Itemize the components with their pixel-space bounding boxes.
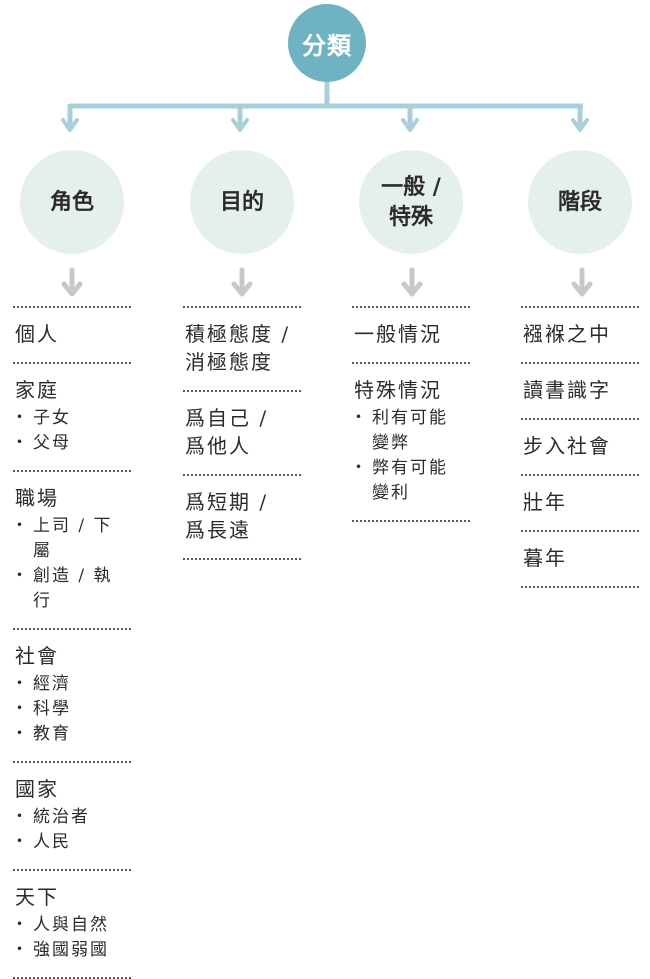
category-general-special: 一般 / 特殊 [359, 150, 463, 254]
sub-item: 人與自然 [11, 913, 131, 938]
item-title: 讀書識字 [523, 378, 611, 402]
dotted-divider [13, 470, 131, 472]
item-title: 襁褓之中 [523, 322, 611, 346]
list-item: 積極態度 / 消極態度 [183, 308, 301, 390]
list-item: 步入社會 [521, 420, 639, 474]
list-item: 讀書識字 [521, 364, 639, 418]
dotted-divider [352, 362, 470, 364]
arrow-down-icon [61, 118, 79, 132]
category-role: 角色 [20, 150, 124, 254]
column-stage: 襁褓之中讀書識字步入社會壯年暮年 [521, 306, 639, 588]
item-title: 暮年 [523, 546, 567, 570]
list-item: 特殊情況利有可能 變弊弊有可能 變利 [350, 364, 470, 520]
item-title: 壯年 [523, 490, 567, 514]
list-item: 襁褓之中 [521, 308, 639, 362]
sub-item: 上司 / 下屬 [11, 514, 131, 564]
column-role: 個人家庭子女父母職場上司 / 下屬創造 / 執行社會經濟科學教育國家統治者人民天… [11, 306, 131, 979]
dotted-divider [521, 530, 639, 532]
dotted-divider [352, 520, 470, 522]
dotted-divider [352, 306, 470, 308]
sub-list: 上司 / 下屬創造 / 執行 [11, 514, 131, 614]
dotted-divider [183, 558, 301, 560]
sub-item: 子女 [11, 406, 131, 431]
item-title: 爲自己 / 爲他人 [185, 406, 269, 458]
item-title: 個人 [15, 322, 59, 346]
list-item: 家庭子女父母 [11, 364, 131, 470]
list-item: 天下人與自然強國弱國 [11, 871, 131, 977]
arrow-down-icon [231, 118, 249, 132]
dotted-divider [521, 418, 639, 420]
dotted-divider [183, 474, 301, 476]
dotted-divider [521, 362, 639, 364]
arrow-down-icon [571, 281, 593, 297]
list-item: 社會經濟科學教育 [11, 630, 131, 761]
column-general-special: 一般情況特殊情況利有可能 變弊弊有可能 變利 [350, 306, 470, 522]
item-title: 職場 [15, 486, 59, 510]
item-title: 社會 [15, 644, 59, 668]
sub-item: 利有可能 變弊 [350, 406, 470, 456]
arrow-down-icon [61, 281, 83, 297]
item-title: 天下 [15, 885, 59, 909]
sub-list: 統治者人民 [11, 805, 131, 855]
sub-item: 強國弱國 [11, 938, 131, 963]
arrow-down-icon [401, 118, 419, 132]
sub-list: 人與自然強國弱國 [11, 913, 131, 963]
sub-item: 創造 / 執行 [11, 564, 131, 614]
item-title: 一般情況 [354, 322, 442, 346]
list-item: 壯年 [521, 476, 639, 530]
category-stage: 階段 [528, 150, 632, 254]
sub-item: 父母 [11, 431, 131, 456]
list-item: 職場上司 / 下屬創造 / 執行 [11, 472, 131, 628]
column-purpose: 積極態度 / 消極態度爲自己 / 爲他人爲短期 / 爲長遠 [183, 306, 301, 560]
item-title: 特殊情況 [354, 378, 442, 402]
list-item: 一般情況 [352, 308, 470, 362]
sub-item: 人民 [11, 830, 131, 855]
dotted-divider [183, 306, 301, 308]
list-item: 暮年 [521, 532, 639, 586]
dotted-divider [13, 362, 131, 364]
arrow-down-icon [231, 281, 253, 297]
item-title: 步入社會 [523, 434, 611, 458]
item-title: 爲短期 / 爲長遠 [185, 490, 269, 542]
list-item: 個人 [13, 308, 131, 362]
arrow-down-icon [401, 281, 423, 297]
sub-item: 教育 [11, 722, 131, 747]
sub-item: 弊有可能 變利 [350, 456, 470, 506]
dotted-divider [521, 474, 639, 476]
sub-item: 統治者 [11, 805, 131, 830]
list-item: 國家統治者人民 [11, 763, 131, 869]
item-title: 家庭 [15, 378, 59, 402]
dotted-divider [521, 586, 639, 588]
category-purpose: 目的 [190, 150, 294, 254]
sub-item: 經濟 [11, 672, 131, 697]
list-item: 爲短期 / 爲長遠 [183, 476, 301, 558]
connector-lines [61, 82, 593, 297]
sub-list: 經濟科學教育 [11, 672, 131, 747]
dotted-divider [183, 390, 301, 392]
dotted-divider [13, 869, 131, 871]
dotted-divider [13, 761, 131, 763]
sub-list: 利有可能 變弊弊有可能 變利 [350, 406, 470, 506]
item-title: 國家 [15, 777, 59, 801]
dotted-divider [521, 306, 639, 308]
sub-list: 子女父母 [11, 406, 131, 456]
list-item: 爲自己 / 爲他人 [183, 392, 301, 474]
sub-item: 科學 [11, 697, 131, 722]
item-title: 積極態度 / 消極態度 [185, 322, 291, 374]
dotted-divider [13, 628, 131, 630]
dotted-divider [13, 306, 131, 308]
arrow-down-icon [571, 118, 589, 132]
root-node: 分類 [288, 4, 366, 82]
